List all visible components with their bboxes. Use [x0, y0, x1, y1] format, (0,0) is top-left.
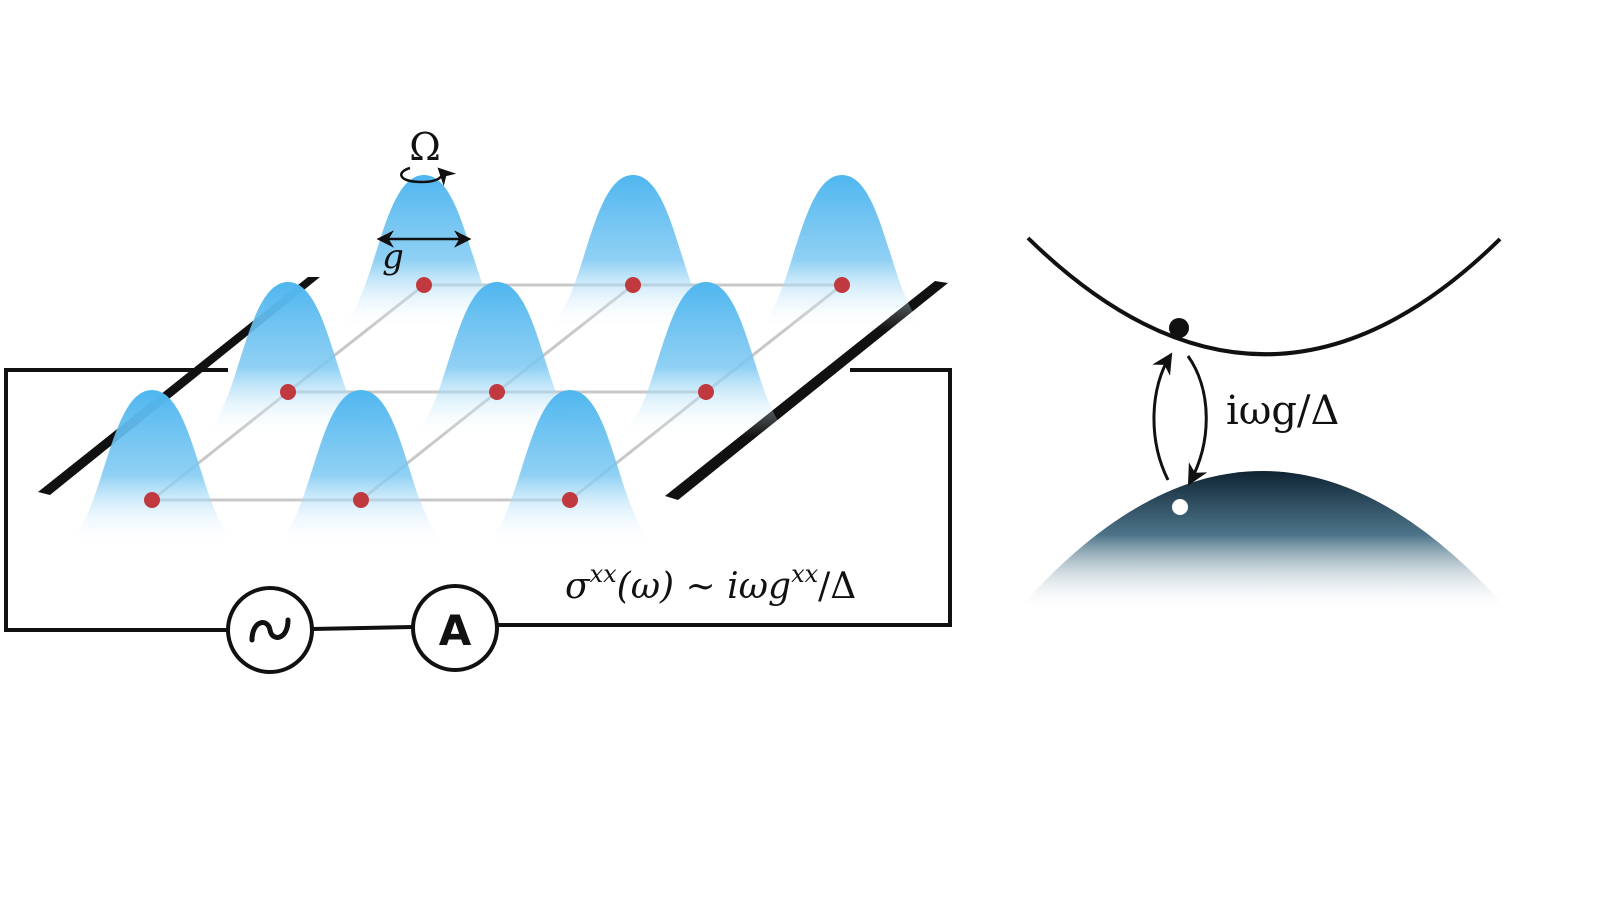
transition-label: iωg/Δ: [1226, 388, 1339, 434]
wavepacket: [545, 175, 721, 330]
rotation-arrow-icon: [400, 166, 457, 187]
lattice-site: [489, 384, 505, 400]
ammeter: A: [411, 584, 499, 672]
wavepacket: [409, 282, 585, 437]
ac-source: [226, 586, 314, 674]
omega-label: Ω: [409, 125, 441, 169]
formula-arg: (ω) ∼ iωg: [617, 566, 791, 607]
circuit-wire-middle: [311, 625, 413, 631]
formula-tail: /Δ: [818, 566, 856, 607]
formula-sup-1: xx: [590, 560, 618, 588]
wavepacket: [200, 282, 376, 437]
wavepacket: [64, 390, 240, 545]
band-diagram: iωg/Δ: [1016, 236, 1510, 612]
wavepackets: [64, 175, 930, 545]
lattice: [64, 175, 930, 545]
valence-band: [1016, 471, 1510, 612]
wavepacket: [618, 282, 794, 437]
wavepacket: [336, 175, 512, 330]
relaxation-arrow-down: [1186, 355, 1208, 486]
g-label: g: [382, 237, 404, 277]
lattice-sites: [144, 277, 850, 508]
wavepacket: [273, 390, 449, 545]
electron: [1169, 318, 1189, 338]
lattice-site: [625, 277, 641, 293]
conductivity-formula: σxx(ω) ∼ iωgxx/Δ: [565, 560, 856, 607]
lattice-site: [698, 384, 714, 400]
hole: [1172, 499, 1188, 515]
lattice-site: [353, 492, 369, 508]
ammeter-label: A: [439, 606, 472, 655]
formula-sigma: σ: [565, 566, 591, 607]
lattice-site: [416, 277, 432, 293]
conduction-band: [1026, 236, 1502, 357]
wavepacket: [754, 175, 930, 330]
formula-sup-2: xx: [791, 560, 819, 588]
lattice-site: [144, 492, 160, 508]
lattice-site: [834, 277, 850, 293]
wavepacket: [482, 390, 658, 545]
excitation-arrow-up: [1152, 352, 1173, 481]
circuit-wire-right: [497, 368, 952, 627]
ac-source-icon: [249, 617, 291, 643]
lattice-site: [562, 492, 578, 508]
circuit: A: [4, 368, 952, 674]
lattice-site: [280, 384, 296, 400]
right-electrode: [665, 281, 948, 500]
